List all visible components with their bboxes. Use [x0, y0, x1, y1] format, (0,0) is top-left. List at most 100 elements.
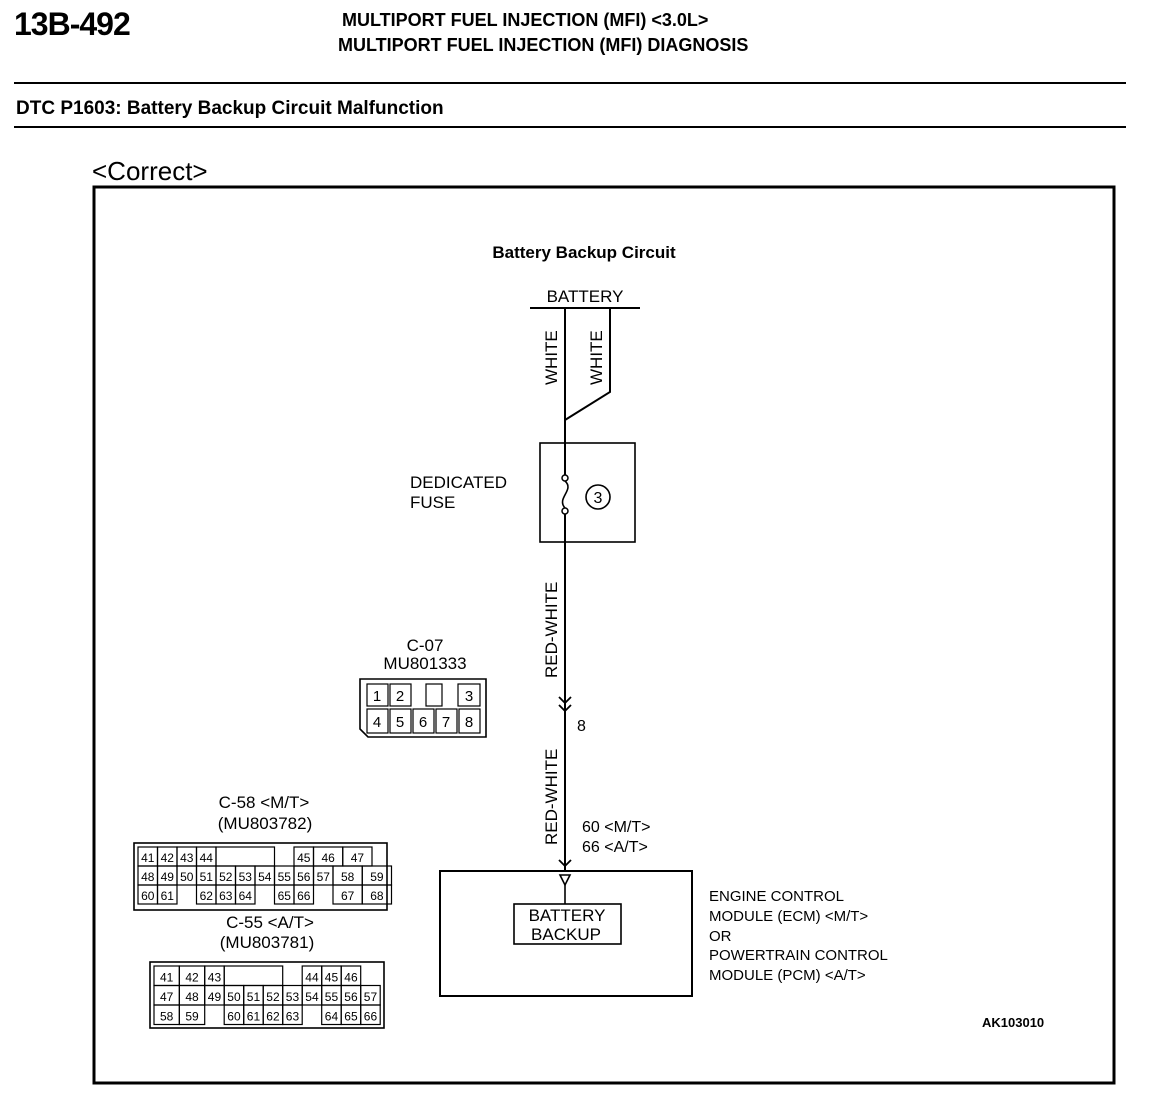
fuse-box [539, 442, 636, 543]
c58-pin-label: 63 [219, 889, 233, 903]
c58-pin-label: 64 [239, 889, 253, 903]
header-title-line1: MULTIPORT FUEL INJECTION (MFI) <3.0L> [342, 10, 709, 30]
battery-backup-block [513, 903, 622, 945]
fuse-label-line1: DEDICATED [410, 473, 507, 492]
c07-pin: 8 [465, 714, 473, 731]
c55-pin-label: 57 [364, 990, 378, 1004]
c58-pin-label: 68 [370, 889, 384, 903]
junction-mark-1 [558, 696, 572, 705]
c55-key-slot [223, 965, 284, 987]
c58-pin-label: 44 [200, 851, 214, 865]
c58-pin-label: 43 [180, 851, 194, 865]
c55-pin-label: 53 [286, 990, 300, 1004]
c58-pin-label: 50 [180, 870, 194, 884]
c55-pin-label: 44 [305, 971, 319, 985]
c55-pin-label: 58 [160, 1010, 174, 1024]
header-rule [14, 82, 1126, 84]
junction-mark-2 [558, 704, 572, 713]
module-desc-line3: OR [709, 928, 732, 945]
c07-part: MU801333 [383, 654, 466, 673]
c58-pin-label: 56 [297, 870, 311, 884]
c55-pin-label: 62 [266, 1010, 280, 1024]
c55-pin-label: 46 [344, 971, 358, 985]
c58-pin-cell [156, 884, 178, 905]
c55-pin-label: 50 [227, 990, 241, 1004]
c58-pin-label: 49 [161, 870, 175, 884]
wire-label-white-2: WHITE [587, 330, 606, 385]
dtc-rule [14, 126, 1126, 128]
c55-pin-label: 48 [185, 990, 199, 1004]
c55-pin-label: 61 [247, 1010, 261, 1024]
c07-pin: 4 [373, 714, 381, 731]
ecm-pcm-module [439, 870, 693, 997]
module-input-terminal [558, 874, 572, 887]
c58-pin-cell [293, 884, 315, 905]
c07-cells [366, 683, 481, 734]
c55-pin-label: 43 [208, 971, 222, 985]
battery-label: BATTERY [547, 287, 624, 306]
reference-code: AK103010 [982, 1015, 1044, 1030]
c55-pin-label: 52 [266, 990, 280, 1004]
pin-at-label: 66 <A/T> [582, 839, 648, 856]
c55-pin-label: 60 [227, 1010, 241, 1024]
wire-label-red-white-1: RED-WHITE [542, 582, 561, 678]
c55-part: (MU803781) [220, 933, 315, 952]
c55-pin-cell [178, 1004, 206, 1026]
c58-pin-label: 46 [321, 851, 335, 865]
module-desc-line4: POWERTRAIN CONTROL [709, 947, 888, 964]
c55-pin-label: 64 [325, 1010, 339, 1024]
fuse-label-line2: FUSE [410, 493, 455, 512]
c55-pin-cell [360, 1004, 381, 1026]
page-number: 13B-492 [14, 6, 131, 42]
c55-pin-label: 66 [364, 1010, 378, 1024]
c58-pin-cell [234, 884, 256, 905]
section-label: <Correct> [92, 156, 208, 186]
c07-pin: 5 [396, 714, 404, 731]
junction-mark-3 [558, 859, 572, 868]
c07-outline [359, 678, 487, 738]
module-desc-line2: MODULE (ECM) <M/T> [709, 908, 868, 925]
c55-pin-label: 55 [325, 990, 339, 1004]
battery-backup-line1: BATTERY [529, 906, 606, 925]
dtc-title: DTC P1603: Battery Backup Circuit Malfun… [16, 98, 444, 119]
c55-pin-label: 65 [344, 1010, 358, 1024]
c58-pin-label: 41 [141, 851, 155, 865]
c58-outline [133, 842, 388, 911]
fuse-number-circle [585, 484, 611, 510]
c58-pin-label: 60 [141, 889, 155, 903]
pin-8-label: 8 [577, 718, 586, 735]
c55-name: C-55 <A/T> [226, 913, 314, 932]
diagram-frame [92, 185, 1116, 1085]
c58-pin-label: 54 [258, 870, 272, 884]
fuse-number: 3 [594, 490, 603, 507]
c55-pin-label: 45 [325, 971, 339, 985]
c58-pin-label: 47 [351, 851, 365, 865]
wire-label-red-white-2: RED-WHITE [542, 749, 561, 845]
c58-pin-label: 67 [341, 889, 355, 903]
c58-pin-cell [361, 884, 393, 905]
c55-pin-label: 41 [160, 971, 174, 985]
c58-pin-label: 62 [200, 889, 214, 903]
c58-pin-label: 52 [219, 870, 233, 884]
c55-outline [149, 961, 385, 1029]
fuse-element [561, 480, 569, 509]
wire-label-white-1: WHITE [542, 330, 561, 385]
c58-key-slot [215, 846, 276, 867]
white-wire-2 [564, 308, 611, 421]
fuse-terminal-top [561, 474, 569, 482]
c58-pin-label: 45 [297, 851, 311, 865]
c55-pin-label: 56 [344, 990, 358, 1004]
diagram-title: Battery Backup Circuit [492, 243, 676, 262]
c58-pin-label: 59 [370, 870, 384, 884]
c58-pin-label: 61 [161, 889, 175, 903]
c07-pin: 2 [396, 688, 404, 705]
module-desc-line1: ENGINE CONTROL [709, 888, 844, 905]
c07-pin: 6 [419, 714, 427, 731]
c07-pin: 7 [442, 714, 450, 731]
c58-pin-label: 48 [141, 870, 155, 884]
c55-pin-label: 42 [185, 971, 199, 985]
c58-pin-label: 53 [239, 870, 253, 884]
c58-name: C-58 <M/T> [219, 793, 310, 812]
